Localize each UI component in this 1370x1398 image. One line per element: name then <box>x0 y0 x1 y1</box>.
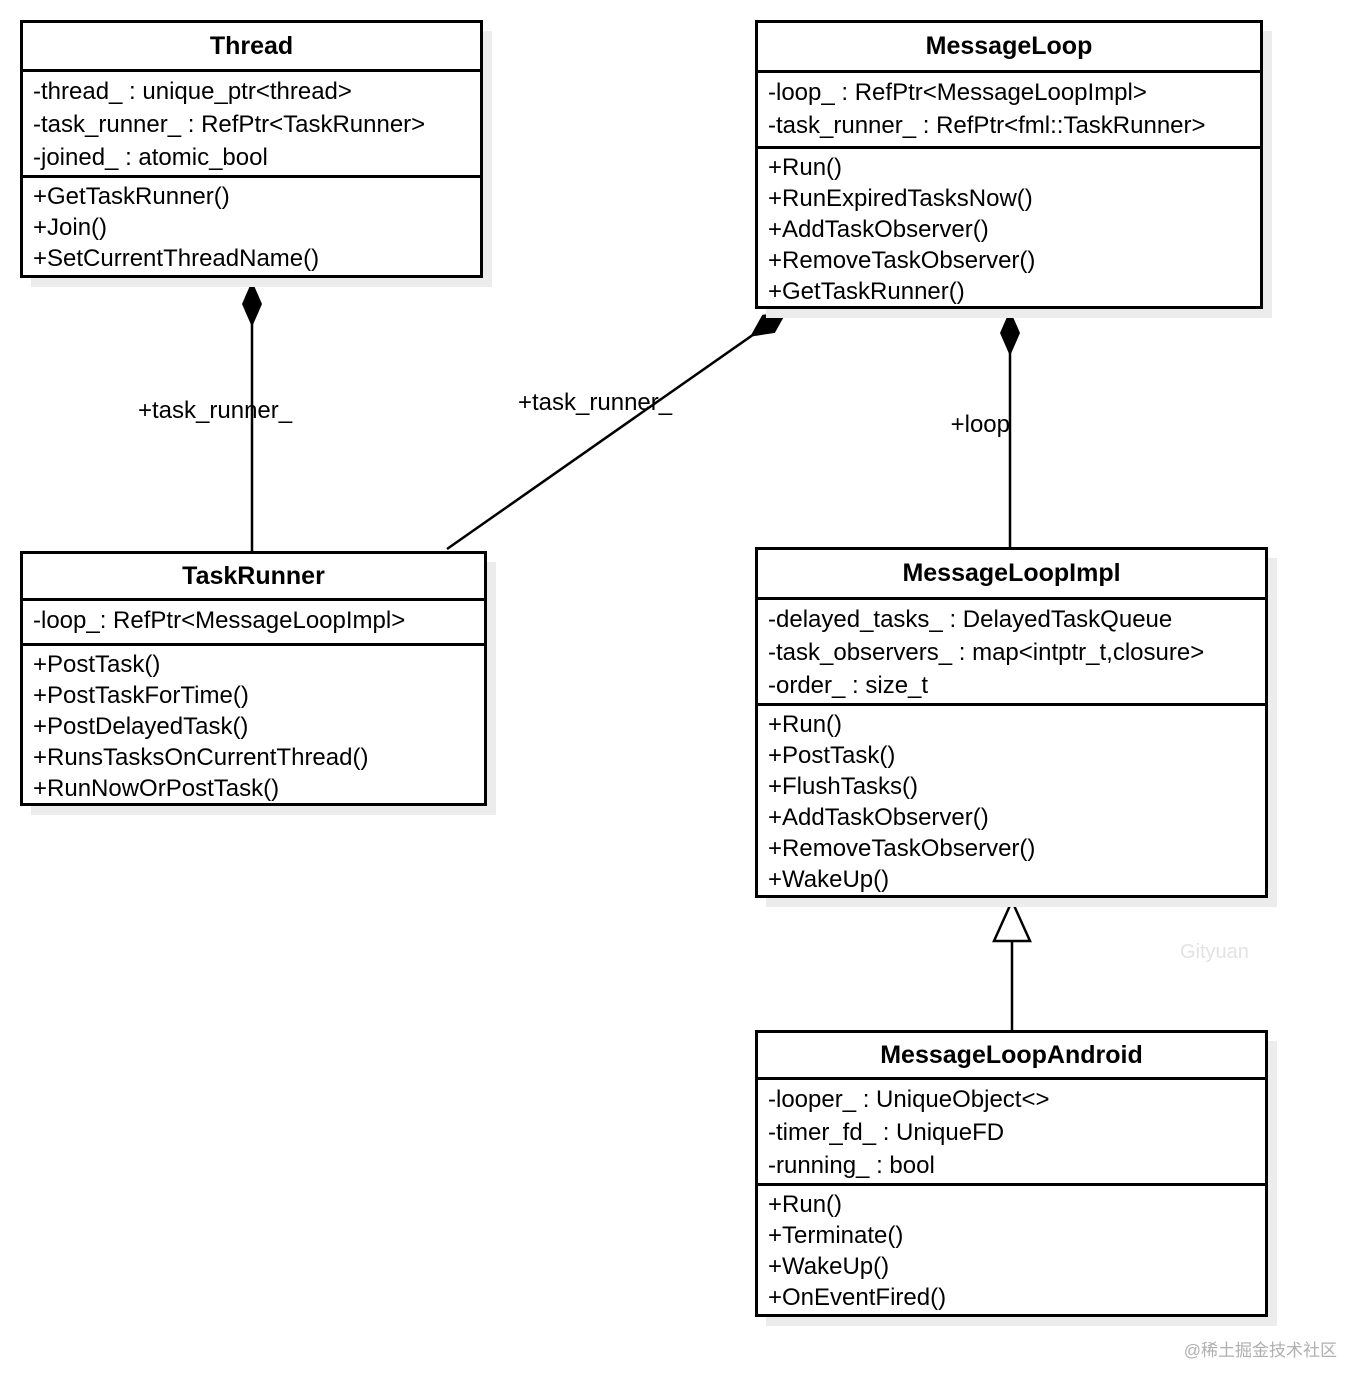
attribute-row: -thread_ : unique_ptr<thread> <box>33 78 352 105</box>
methods-section: +PostTask() +PostTaskForTime() +PostDelaye… <box>23 646 484 804</box>
method-row: +Run() <box>768 1191 843 1218</box>
attributes-section: -thread_ : unique_ptr<thread> -task_runne… <box>23 72 480 178</box>
class-title: MessageLoopImpl <box>758 550 1265 600</box>
attributes-section: -loop_ : RefPtr<MessageLoopImpl> -task_ru… <box>758 73 1260 149</box>
method-row: +RunsTasksOnCurrentThread() <box>33 744 369 771</box>
method-row: +GetTaskRunner() <box>33 183 230 210</box>
attribute-row: -task_runner_ : RefPtr<TaskRunner> <box>33 111 426 138</box>
method-row: +RemoveTaskObserver() <box>768 835 1036 862</box>
class-messageloopimpl: MessageLoopImpl -delayed_tasks_ : Delaye… <box>755 547 1268 898</box>
method-row: +Run() <box>768 154 843 181</box>
association-label-task-runner: +task_runner_ <box>518 389 673 416</box>
method-row: +PostTask() <box>33 651 161 678</box>
method-row: +FlushTasks() <box>768 773 919 800</box>
method-row: +GetTaskRunner() <box>768 278 965 305</box>
attribute-row: -running_ : bool <box>768 1152 935 1179</box>
method-row: +OnEventFired() <box>768 1284 947 1311</box>
class-title: MessageLoop <box>758 23 1260 73</box>
attribute-row: -joined_ : atomic_bool <box>33 144 268 171</box>
method-row: +AddTaskObserver() <box>768 216 989 243</box>
method-row: +Terminate() <box>768 1222 904 1249</box>
class-messageloopandroid: MessageLoopAndroid -looper_ : UniqueObje… <box>755 1030 1268 1317</box>
class-title: Thread <box>23 23 480 72</box>
composition-diamond-icon <box>1000 310 1020 356</box>
composition-diamond-icon <box>242 281 262 327</box>
watermark-juejin-community: @稀土掘金技术社区 <box>1183 1341 1337 1360</box>
class-title: TaskRunner <box>23 554 484 601</box>
method-row: +RunNowOrPostTask() <box>33 775 280 802</box>
method-row: +SetCurrentThreadName() <box>33 245 320 272</box>
methods-section: +GetTaskRunner() +Join() +SetCurrentThread… <box>23 178 480 274</box>
attributes-section: -looper_ : UniqueObject<> -timer_fd_ : Un… <box>758 1080 1265 1186</box>
composition-thread-taskrunner <box>242 281 262 551</box>
attribute-row: -loop_: RefPtr<MessageLoopImpl> <box>33 607 406 634</box>
method-row: +PostTask() <box>768 742 896 769</box>
method-row: +PostDelayedTask() <box>33 713 249 740</box>
association-label-loop: +loop <box>950 411 1010 438</box>
attribute-row: -task_observers_ : map<intptr_t,closure> <box>768 639 1205 666</box>
attribute-row: -task_runner_ : RefPtr<fml::TaskRunner> <box>768 112 1206 139</box>
composition-diamond-icon <box>750 311 787 337</box>
methods-section: +Run() +PostTask() +FlushTasks() +AddTaskOb… <box>758 706 1265 895</box>
method-row: +RemoveTaskObserver() <box>768 247 1036 274</box>
method-row: +AddTaskObserver() <box>768 804 989 831</box>
attribute-row: -looper_ : UniqueObject<> <box>768 1086 1050 1113</box>
attributes-section: -loop_: RefPtr<MessageLoopImpl> <box>23 601 484 646</box>
class-taskrunner: TaskRunner -loop_: RefPtr<MessageLoopImp… <box>20 551 487 806</box>
watermark-gityuan: Gityuan <box>1180 941 1249 963</box>
method-row: +RunExpiredTasksNow() <box>768 185 1033 212</box>
method-row: +WakeUp() <box>768 1253 890 1280</box>
attributes-section: -delayed_tasks_ : DelayedTaskQueue -task_… <box>758 600 1265 706</box>
inheritance-triangle-icon <box>992 897 1032 943</box>
attribute-row: -delayed_tasks_ : DelayedTaskQueue <box>768 606 1173 633</box>
association-label-task-runner: +task_runner_ <box>138 397 293 424</box>
method-row: +WakeUp() <box>768 866 890 893</box>
inheritance-messageloopandroid-messageloopimpl <box>992 897 1032 1030</box>
methods-section: +Run() +RunExpiredTasksNow() +AddTaskObser… <box>758 149 1260 307</box>
method-row: +Run() <box>768 711 843 738</box>
composition-messageloop-messageloopimpl <box>1000 310 1020 547</box>
attribute-row: -loop_ : RefPtr<MessageLoopImpl> <box>768 79 1147 106</box>
class-thread: Thread -thread_ : unique_ptr<thread> -tas… <box>20 20 483 278</box>
attribute-row: -timer_fd_ : UniqueFD <box>768 1119 1005 1146</box>
composition-messageloop-taskrunner <box>446 309 788 551</box>
method-row: +PostTaskForTime() <box>33 682 249 709</box>
class-title: MessageLoopAndroid <box>758 1033 1265 1080</box>
class-messageloop: MessageLoop -loop_ : RefPtr<MessageLoopI… <box>755 20 1263 309</box>
attribute-row: -order_ : size_t <box>768 672 929 699</box>
methods-section: +Run() +Terminate() +WakeUp() +OnEventFired… <box>758 1186 1265 1313</box>
method-row: +Join() <box>33 214 108 241</box>
